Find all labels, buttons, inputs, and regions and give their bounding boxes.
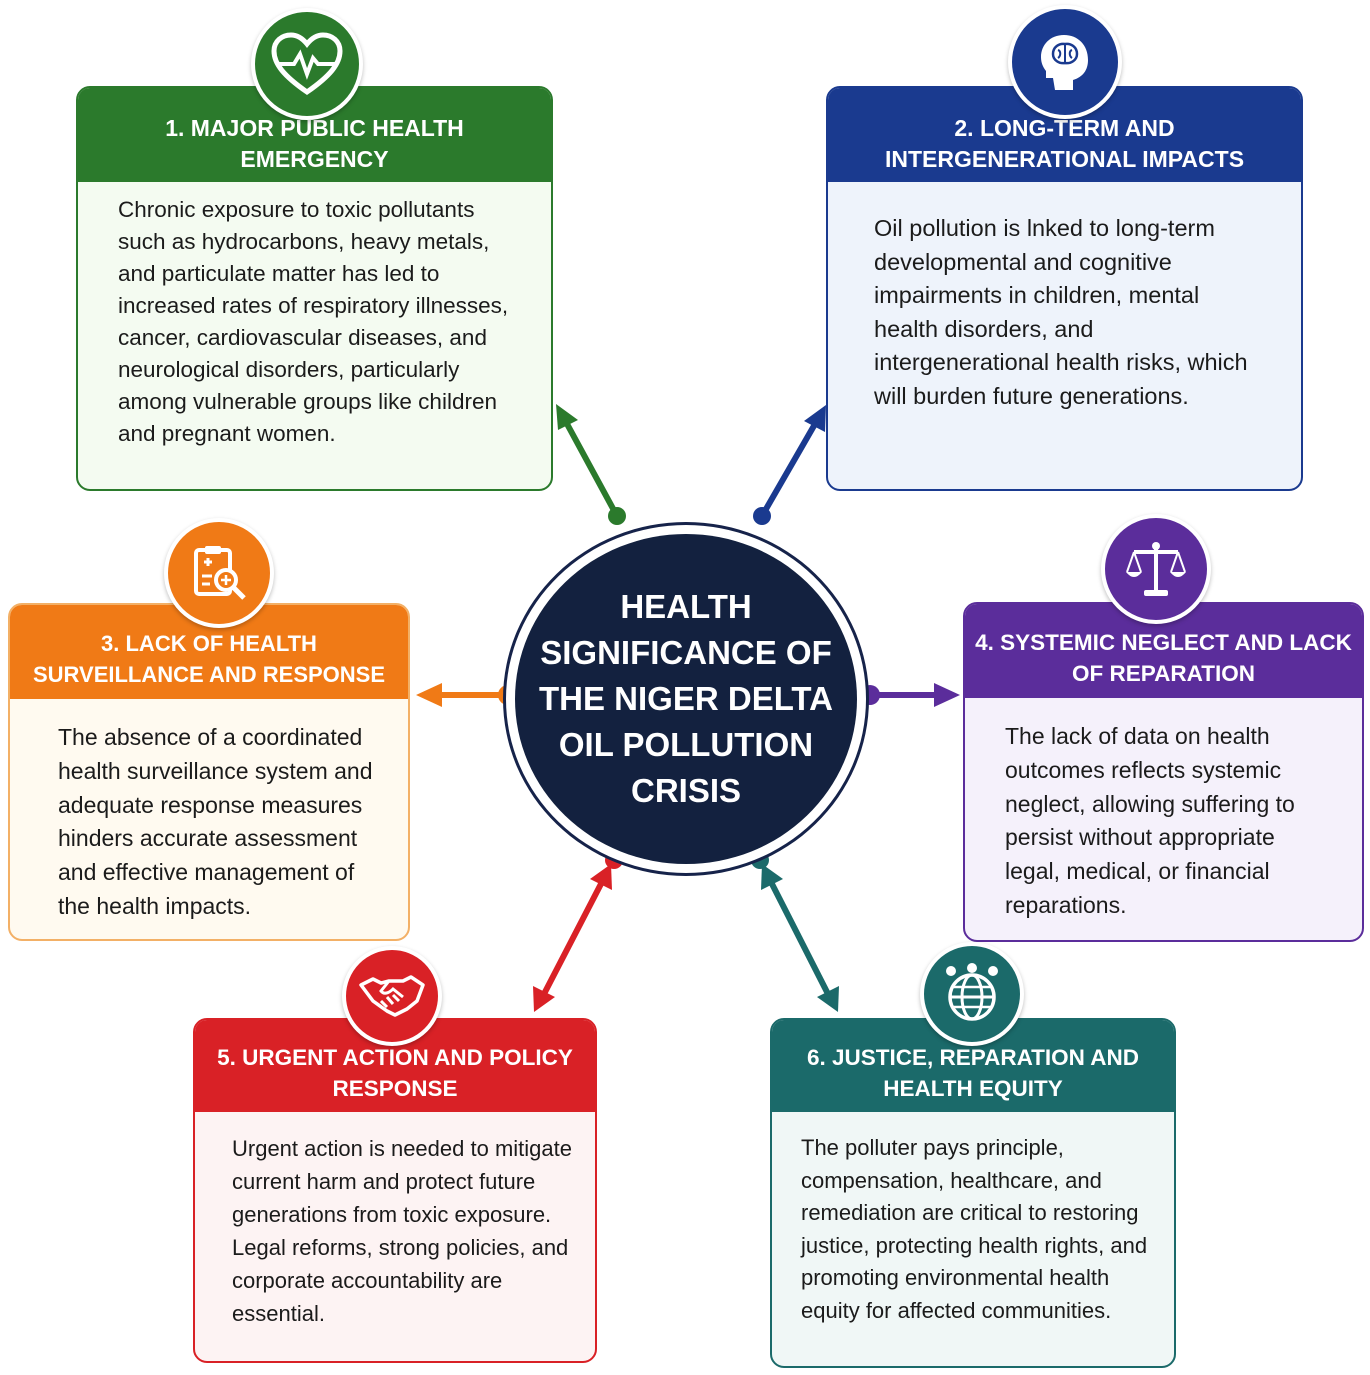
card-text: The lack of data on health outcomes refl… [1005,723,1295,918]
card-text: Urgent action is needed to mitigate curr… [232,1136,572,1326]
arrow-justice [751,851,839,1012]
heartbeat-icon [251,8,363,120]
arrow-health-emergency [556,404,626,525]
globe-people-icon [920,942,1024,1046]
center-title: HEALTH SIGNIFICANCE OF THE NIGER DELTA O… [539,588,833,809]
clipboard-search-icon [164,518,274,628]
card-urgent-action: 5. URGENT ACTION AND POLICY RESPONSE Urg… [193,1018,597,1363]
arrow-long-term [753,405,826,525]
card-text: The absence of a coordinated health surv… [58,724,373,919]
arrow-urgent-action [533,851,623,1012]
brain-head-icon [1008,5,1122,119]
card-title: 4. SYSTEMIC NEGLECT AND LACK OF REPARATI… [965,604,1362,698]
card-text: The polluter pays principle, compensatio… [801,1135,1148,1323]
card-justice: 6. JUSTICE, REPARATION AND HEALTH EQUITY… [770,1018,1176,1368]
card-title: 2. LONG-TERM AND INTERGENERATIONAL IMPAC… [828,88,1301,182]
scales-icon [1101,514,1211,624]
card-systemic-neglect: 4. SYSTEMIC NEGLECT AND LACK OF REPARATI… [963,602,1364,942]
card-health-emergency: 1. MAJOR PUBLIC HEALTH EMERGENCY Chronic… [76,86,553,491]
arrow-systemic-neglect [860,683,960,707]
card-text: Oil pollution is lnked to long-term deve… [874,215,1248,409]
card-surveillance: 3. LACK OF HEALTH SURVEILLANCE AND RESPO… [8,603,410,941]
center-circle: HEALTH SIGNIFICANCE OF THE NIGER DELTA O… [515,534,857,864]
card-text: Chronic exposure to toxic pollutants suc… [118,197,509,446]
card-long-term: 2. LONG-TERM AND INTERGENERATIONAL IMPAC… [826,86,1303,491]
handshake-icon [342,946,442,1046]
